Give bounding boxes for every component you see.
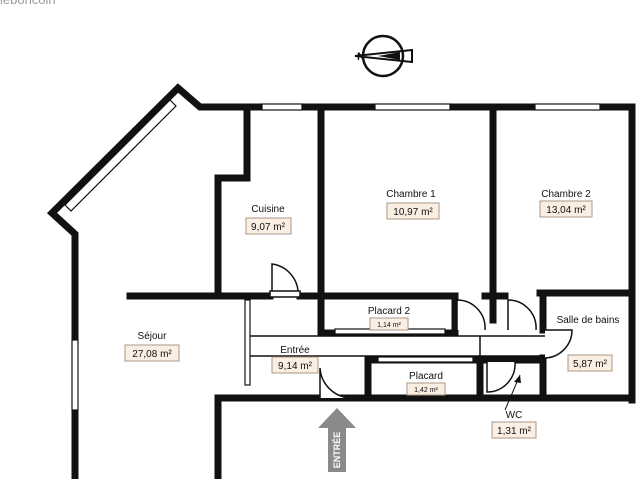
room-area-placard: 1,42 m² [414, 387, 438, 394]
windows [64, 99, 601, 411]
room-area-chambre-1: 10,97 m² [393, 207, 433, 218]
wc-pointer-arrowhead [514, 375, 521, 383]
area-box-chambre-2 [539, 200, 593, 218]
area-box-chambre-1 [386, 202, 440, 220]
room-area-cuisine: 9,07 m² [251, 222, 286, 233]
room-area-entree: 9,14 m² [278, 361, 313, 372]
area-box-sejour [124, 344, 180, 362]
room-name-sejour: Séjour [138, 331, 168, 342]
room-name-placard: Placard [409, 371, 443, 382]
room-name-entree: Entrée [280, 345, 310, 356]
area-box-wc [491, 421, 537, 439]
area-box-cuisine [245, 217, 292, 235]
room-name-salle-de-bains: Salle de bains [557, 315, 620, 326]
entrance-label: ENTRÉE [332, 432, 342, 469]
room-area-chambre-2: 13,04 m² [546, 205, 586, 216]
room-area-sejour: 27,08 m² [132, 349, 172, 360]
room-name-chambre-1: Chambre 1 [386, 189, 436, 200]
room-name-placard-2: Placard 2 [368, 306, 411, 317]
compass-icon: N [354, 34, 413, 78]
compass-letter: N [357, 51, 365, 63]
doors [250, 263, 573, 399]
room-name-cuisine: Cuisine [251, 204, 285, 215]
watermark-text: leboncoin [0, 0, 56, 7]
room-name-wc: WC [506, 410, 523, 421]
entrance-arrow-icon: ENTRÉE [318, 408, 356, 472]
room-name-chambre-2: Chambre 2 [541, 189, 591, 200]
room-area-wc: 1,31 m² [497, 426, 532, 437]
room-area-salle-de-bains: 5,87 m² [573, 359, 608, 370]
area-box-entree [271, 356, 319, 374]
room-area-placard-2: 1,14 m² [377, 322, 401, 329]
area-box-placard-2 [369, 317, 409, 331]
area-box-salle-de-bains [567, 354, 613, 372]
area-box-placard [406, 382, 446, 396]
